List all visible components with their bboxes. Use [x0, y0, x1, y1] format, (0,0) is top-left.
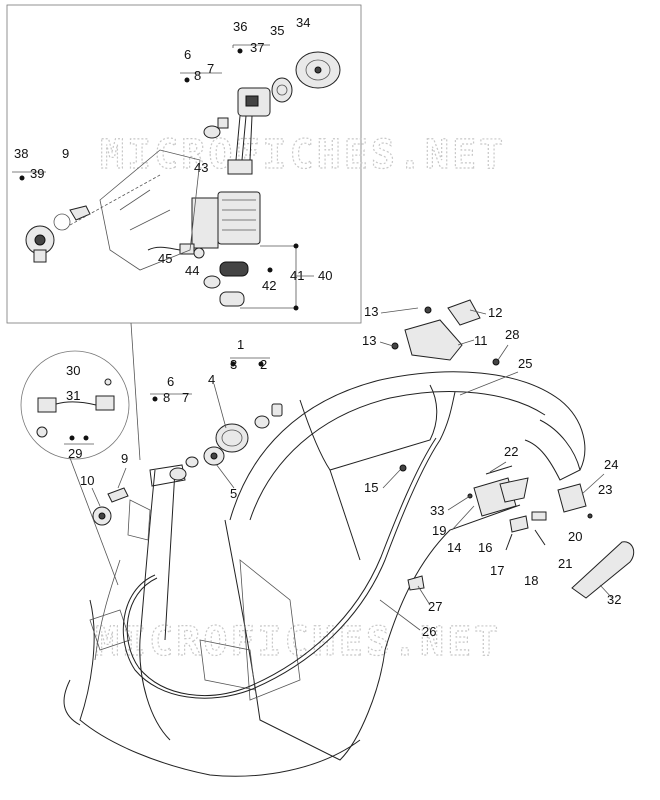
callout-12: 12	[488, 305, 502, 320]
callout-35: 35	[270, 23, 284, 38]
callout-28: 28	[505, 327, 519, 342]
callout-29: 29	[68, 446, 82, 461]
callout-45: 45	[158, 251, 172, 266]
callout-4: 4	[208, 372, 215, 387]
scooter-frame	[63, 371, 586, 777]
hinge-bracket	[391, 299, 481, 361]
control-unit	[191, 191, 261, 249]
callout-38: 38	[14, 146, 28, 161]
watermark-bottom: MICROFICHES.NET	[95, 619, 501, 665]
callout-13: 13	[362, 333, 376, 348]
cable-upper	[439, 391, 456, 441]
callout-40: 40	[318, 268, 332, 283]
ring-part	[215, 423, 249, 453]
latch-hardware	[505, 511, 547, 551]
callout-8-inset: 8	[194, 68, 201, 83]
callout-17: 17	[490, 563, 504, 578]
callout-37: 37	[250, 40, 264, 55]
callout-11: 11	[474, 333, 488, 348]
callout-44: 44	[185, 263, 199, 278]
callout-6: 6	[167, 374, 174, 389]
callout-18: 18	[524, 573, 538, 588]
clip-parts	[169, 456, 199, 481]
watermark-top: MICROFICHES.NET	[100, 132, 506, 178]
callout-27: 27	[428, 599, 442, 614]
seat-latch	[467, 465, 529, 517]
callout-20: 20	[568, 529, 582, 544]
lock-cylinder	[271, 77, 293, 103]
key-fob	[203, 261, 249, 307]
callout-8: 8	[163, 390, 170, 405]
bulb-socket	[92, 487, 129, 526]
callout-32: 32	[607, 592, 621, 607]
callout-5: 5	[230, 486, 237, 501]
callout-21: 21	[558, 556, 572, 571]
callout-31: 31	[66, 388, 80, 403]
callout-25: 25	[518, 356, 532, 371]
callout-16: 16	[478, 540, 492, 555]
ignition-housing	[295, 51, 341, 89]
callout-34: 34	[296, 15, 310, 30]
callout-14: 14	[447, 540, 461, 555]
callout-15: 15	[364, 480, 378, 495]
connector	[147, 243, 205, 259]
callout-36: 36	[233, 19, 247, 34]
callout-9: 9	[121, 451, 128, 466]
side-panel	[571, 541, 635, 599]
detail-circle	[20, 350, 130, 460]
callout-3: 3	[230, 357, 237, 372]
callout-43: 43	[194, 160, 208, 175]
callout-39: 39	[30, 166, 44, 181]
switch-assembly	[25, 205, 91, 263]
callout-42: 42	[262, 278, 276, 293]
callout-23: 23	[598, 482, 612, 497]
ignition-switch	[227, 87, 271, 175]
callout-24: 24	[604, 457, 618, 472]
cover-part	[203, 446, 225, 466]
callout-30: 30	[66, 363, 80, 378]
callout-7-inset: 7	[207, 61, 214, 76]
callout-labels: 36 35 34 37 6 8 7 38 39 9 43 45 44 42 41…	[12, 15, 621, 639]
callout-13-top: 13	[364, 304, 378, 319]
callout-2: 2	[260, 357, 267, 372]
callout-41: 41	[290, 268, 304, 283]
callout-9-inset: 9	[62, 146, 69, 161]
callout-33: 33	[430, 503, 444, 518]
inset-frame	[6, 4, 362, 324]
callout-10: 10	[80, 473, 94, 488]
small-clips	[399, 358, 500, 591]
callout-22: 22	[504, 444, 518, 459]
actuator	[557, 483, 593, 519]
callout-26: 26	[422, 624, 436, 639]
callout-1: 1	[237, 337, 244, 352]
callout-19: 19	[432, 523, 446, 538]
callout-7: 7	[182, 390, 189, 405]
lock-set	[254, 403, 283, 429]
cable	[122, 439, 441, 699]
callout-6-inset: 6	[184, 47, 191, 62]
bracket-parts	[99, 117, 229, 271]
